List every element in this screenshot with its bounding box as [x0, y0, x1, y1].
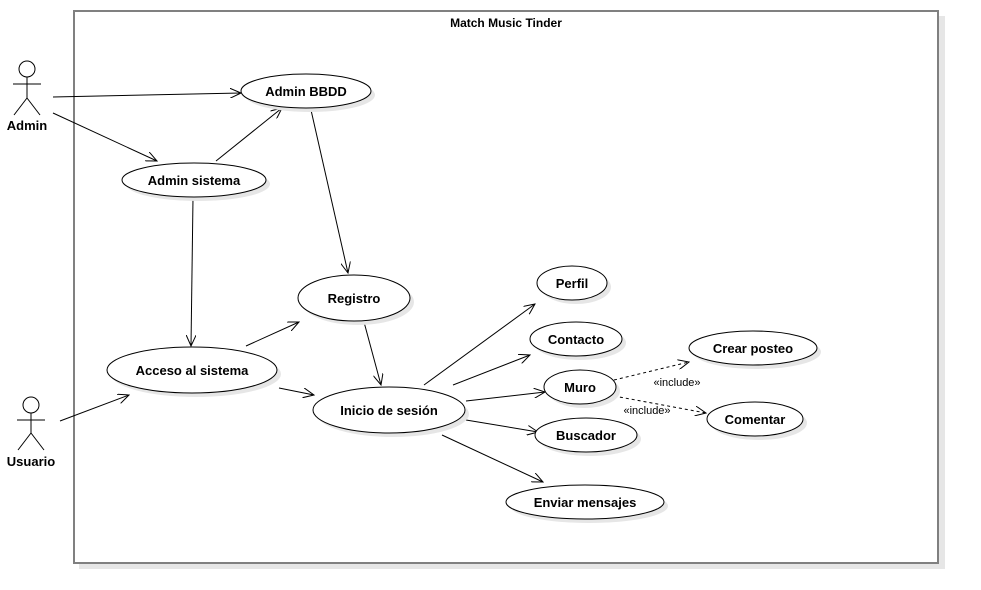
use-case-buscador-label: Buscador — [556, 428, 616, 443]
edge-acceso-inicio — [278, 387, 314, 395]
edge-admin-adminbbdd — [52, 93, 241, 97]
usuario-actor[interactable] — [17, 396, 45, 451]
use-case-comentar-label: Comentar — [725, 412, 786, 427]
use-case-admin-bbdd[interactable]: Admin BBDD — [240, 73, 375, 112]
edge-inicio-contacto — [452, 355, 530, 386]
include-label-comentar: «include» — [623, 405, 670, 417]
include-muro-crearposteo — [613, 362, 689, 381]
use-case-admin-sistema-label: Admin sistema — [148, 173, 241, 188]
use-case-perfil-label: Perfil — [556, 276, 589, 291]
use-case-muro-label: Muro — [564, 380, 596, 395]
edge-inicio-muro — [465, 392, 545, 402]
use-case-buscador[interactable]: Buscador — [534, 417, 641, 456]
edge-adminbbdd-registro — [310, 109, 348, 273]
use-case-inicio-label: Inicio de sesión — [340, 403, 438, 418]
admin-actor-label: Admin — [7, 118, 48, 133]
system-title: Match Music Tinder — [450, 16, 562, 30]
edge-adminsistema-acceso — [191, 197, 193, 346]
edge-registro-inicio — [363, 321, 381, 385]
use-case-contacto[interactable]: Contacto — [529, 321, 626, 360]
use-case-inicio-de-sesion[interactable]: Inicio de sesión — [312, 386, 469, 437]
edge-adminsistema-adminbbdd — [215, 108, 282, 162]
use-case-enviar-mensajes[interactable]: Enviar mensajes — [505, 484, 668, 523]
use-case-perfil[interactable]: Perfil — [536, 265, 611, 304]
edge-admin-adminsistema — [52, 112, 157, 161]
system-boundary: Match Music Tinder — [73, 10, 945, 569]
edge-acceso-registro — [245, 322, 299, 347]
edge-inicio-perfil — [423, 304, 535, 386]
use-case-admin-sistema[interactable]: Admin sistema — [121, 162, 270, 201]
include-dependencies — [613, 362, 706, 413]
use-case-registro[interactable]: Registro — [297, 274, 414, 325]
admin-actor[interactable] — [13, 60, 41, 116]
use-case-muro[interactable]: Muro — [543, 369, 620, 408]
include-label-crearposteo: «include» — [653, 377, 700, 389]
use-case-crear-posteo-label: Crear posteo — [713, 341, 793, 356]
use-case-acceso-al-sistema[interactable]: Acceso al sistema — [106, 346, 281, 397]
use-case-acceso-label: Acceso al sistema — [136, 363, 250, 378]
edge-inicio-buscador — [465, 419, 538, 432]
edge-usuario-acceso — [59, 395, 129, 422]
use-case-registro-label: Registro — [328, 291, 381, 306]
use-case-comentar[interactable]: Comentar — [706, 401, 807, 440]
usuario-actor-label: Usuario — [7, 454, 55, 469]
use-case-admin-bbdd-label: Admin BBDD — [265, 84, 347, 99]
use-case-crear-posteo[interactable]: Crear posteo — [688, 330, 821, 369]
use-case-enviar-label: Enviar mensajes — [534, 495, 637, 510]
use-case-contacto-label: Contacto — [548, 332, 604, 347]
edge-inicio-enviar — [441, 434, 543, 482]
associations — [52, 93, 545, 482]
